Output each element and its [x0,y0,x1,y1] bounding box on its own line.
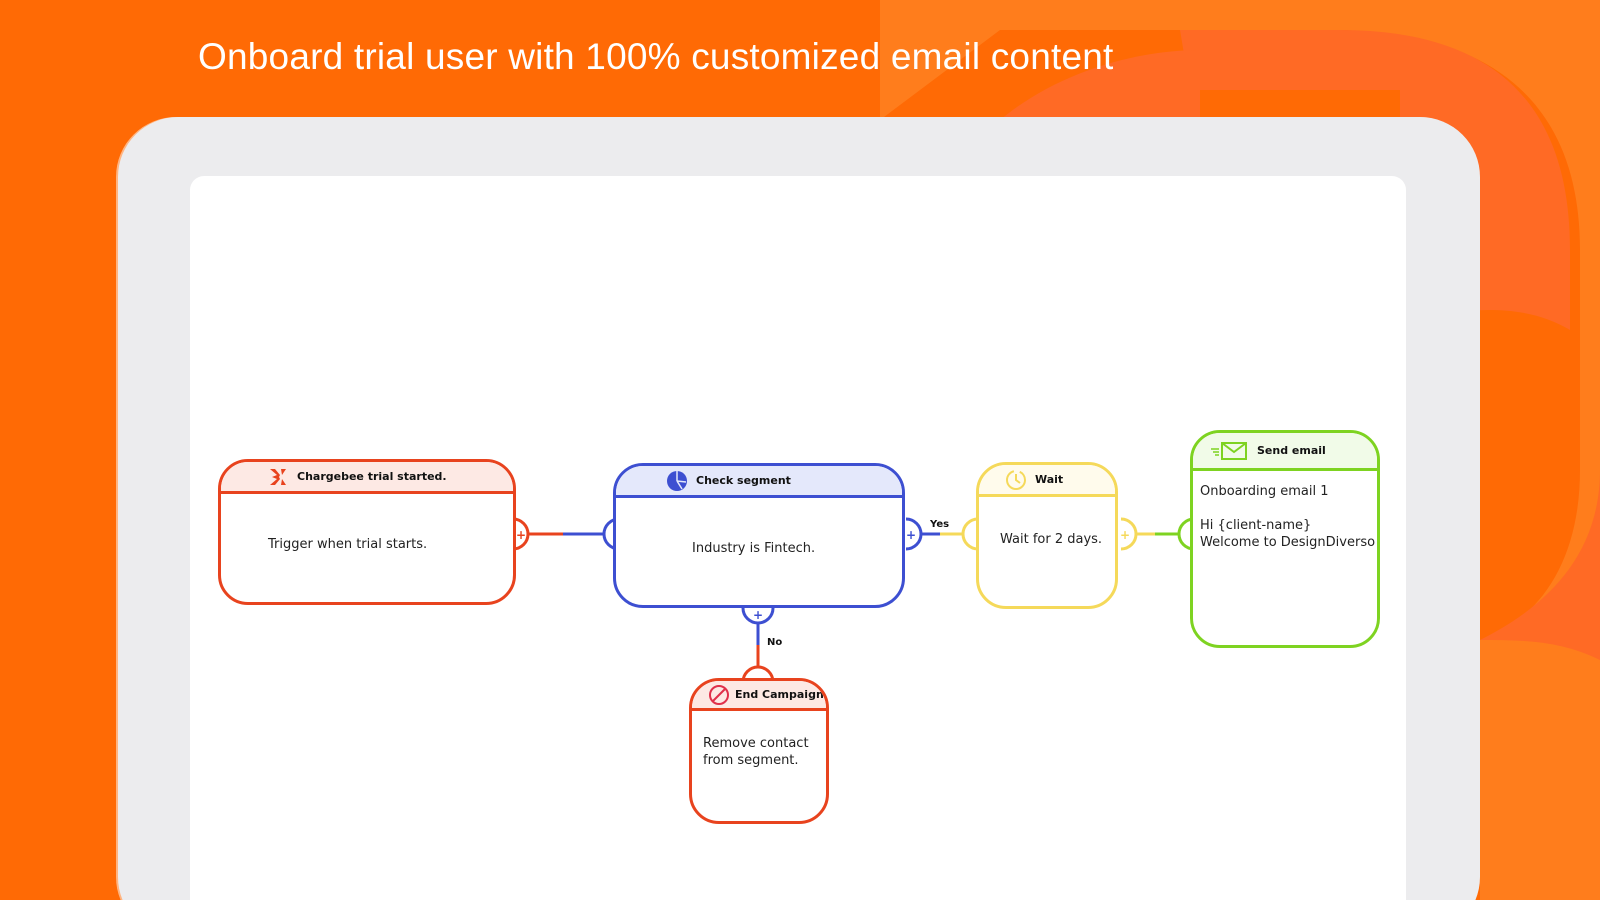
wait-input-port [961,517,979,551]
node-title: Chargebee trial started. [297,470,447,483]
plus-icon: + [753,608,763,622]
node-end-campaign[interactable]: End Campaign Remove contact from segment… [689,678,829,824]
email-message: Welcome to DesignDiverso [1200,535,1376,550]
plus-icon: + [516,528,526,542]
node-body: Trigger when trial starts. [268,537,428,552]
node-title: Wait [1035,473,1064,486]
node-body: Wait for 2 days. [1000,532,1103,547]
segment-no-port [741,607,775,625]
node-title: Send email [1257,444,1326,457]
edge-segment-wait: + [905,517,979,551]
plus-icon: + [1120,528,1130,542]
node-title: End Campaign [735,688,824,701]
node-title: Check segment [696,474,791,487]
yes-branch-label: Yes [930,519,950,530]
node-wait[interactable]: Wait Wait for 2 days. [976,462,1118,609]
pie-chart-icon [666,470,688,492]
plus-icon: + [906,528,916,542]
segment-yes-port [905,517,923,551]
email-subject: Onboarding email 1 [1200,484,1329,499]
edge-wait-email: + [1120,517,1195,551]
node-trigger[interactable]: Chargebee trial started. Trigger when tr… [218,459,516,605]
no-entry-icon [708,684,730,706]
envelope-icon [1209,440,1249,462]
end-body-line: Remove contact [703,736,809,751]
node-body: Industry is Fintech. [692,541,816,556]
wait-output-port [1120,517,1138,551]
node-check-segment[interactable]: Check segment Industry is Fintech. [613,463,905,608]
no-branch-label: No [767,637,783,648]
clock-icon [1005,469,1027,491]
end-body-line: from segment. [703,753,799,768]
page-headline: Onboard trial user with 100% customized … [198,36,1114,77]
email-greeting: Hi {client-name} [1200,518,1312,533]
node-send-email[interactable]: Send email Onboarding email 1 Hi {client… [1190,430,1380,648]
chargebee-logo-icon [267,466,289,488]
trigger-output-port [512,517,530,551]
edge-trigger-segment: + [512,517,620,551]
